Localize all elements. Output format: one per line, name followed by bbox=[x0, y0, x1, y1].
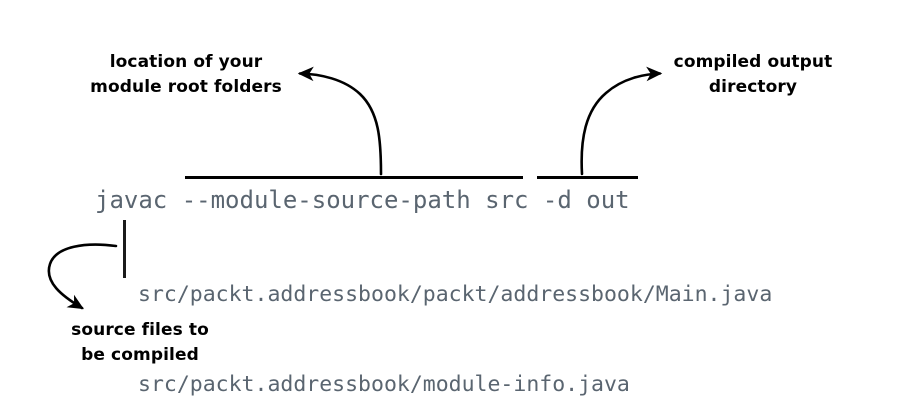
underline-output-directory bbox=[537, 176, 638, 179]
curved-arrow-down-left-icon bbox=[47, 243, 118, 310]
source-file-group-bar bbox=[123, 220, 126, 278]
annotation-source-files-to-be-compiled: source files to be compiled bbox=[62, 318, 218, 367]
annotation-output-dir-line-2: directory bbox=[708, 76, 798, 97]
curved-arrow-up-right-icon bbox=[580, 66, 663, 176]
annotation-source-files-line-1: source files to bbox=[71, 320, 209, 340]
annotation-module-root-line-2: module root folders bbox=[90, 76, 282, 97]
annotation-output-dir-line-1: compiled output bbox=[673, 52, 833, 72]
source-file-path-main: src/packt.addressbook/packt/addressbook/… bbox=[138, 282, 773, 307]
annotation-compiled-output-directory: compiled output directory bbox=[672, 50, 834, 99]
source-file-path-module-info: src/packt.addressbook/module-info.java bbox=[138, 372, 630, 397]
javac-command-line: javac --module-source-path src -d out bbox=[95, 186, 630, 214]
source-file-list: src/packt.addressbook/packt/addressbook/… bbox=[138, 220, 772, 412]
underline-module-source-path bbox=[185, 176, 523, 179]
annotation-module-root-folders: location of your module root folders bbox=[86, 50, 286, 99]
curved-arrow-up-left-icon bbox=[297, 66, 383, 176]
annotation-module-root-line-1: location of your bbox=[109, 52, 263, 72]
annotation-source-files-line-2: be compiled bbox=[81, 344, 199, 365]
